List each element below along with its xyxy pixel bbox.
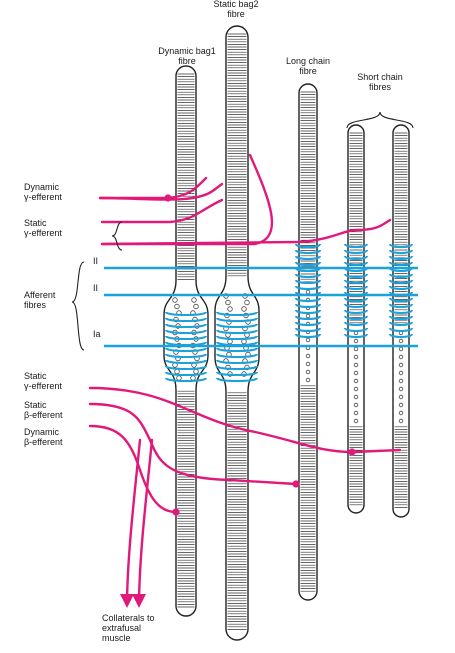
annulospiral-bag2 xyxy=(216,311,258,382)
nucleus xyxy=(227,306,233,312)
static-gamma-efferent-bottom-ending xyxy=(348,448,356,456)
nucleus xyxy=(398,386,404,392)
fibre-long-chain xyxy=(298,83,318,601)
nucleus xyxy=(191,297,197,303)
label-afferent-II-upper: II xyxy=(93,256,99,266)
nucleus xyxy=(305,377,311,383)
nucleus xyxy=(398,394,404,400)
nucleus xyxy=(353,362,359,368)
brace-static-gamma xyxy=(111,221,123,251)
nucleus xyxy=(353,402,359,408)
nucleus xyxy=(353,418,359,424)
label-long-chain-fibre: Long chain fibre xyxy=(285,56,331,76)
nucleus xyxy=(192,316,198,323)
nucleus xyxy=(305,313,311,319)
nucleus xyxy=(353,410,359,416)
dynamic-gamma-branch-2 xyxy=(98,182,224,201)
nucleus xyxy=(398,378,404,384)
static-gamma-efferent-bottom xyxy=(88,386,402,454)
nucleus xyxy=(353,386,359,392)
nucleus xyxy=(398,354,404,360)
brace-afferent xyxy=(71,261,85,351)
nucleus xyxy=(353,394,359,400)
nucleus xyxy=(353,354,359,360)
nucleus xyxy=(398,410,404,416)
nucleus xyxy=(353,338,359,344)
static-gamma-efferent-top-a xyxy=(100,198,224,224)
collateral-2 xyxy=(137,438,154,602)
label-static-bag2-fibre: Static bag2 fibre xyxy=(213,0,259,19)
braces xyxy=(71,111,414,351)
nucleus xyxy=(305,353,311,359)
label-dynamic-bag1-fibre: Dynamic bag1 fibre xyxy=(158,46,216,66)
label-afferent-II-lower: II xyxy=(93,283,99,293)
nucleus xyxy=(398,418,404,424)
label-short-chain-fibres: Short chain fibres xyxy=(357,72,403,92)
nucleus xyxy=(244,299,250,306)
label-static-gamma-efferent-bottom: Static γ-efferent xyxy=(24,371,62,391)
nucleus xyxy=(174,303,180,310)
dynamic-beta-efferent-ending xyxy=(172,508,180,516)
fibre-short-chain-2 xyxy=(392,124,410,518)
label-static-gamma-efferent-top: Static γ-efferent xyxy=(24,218,62,238)
label-dynamic-beta-efferent: Dynamic β-efferent xyxy=(24,427,63,447)
nucleus xyxy=(193,303,199,310)
nucleus xyxy=(172,297,178,303)
efferent-fibres xyxy=(88,153,402,608)
dynamic-beta-efferent xyxy=(88,424,178,514)
fibre-dynamic-bag1 xyxy=(163,65,209,617)
nucleus xyxy=(192,349,198,355)
nucleus xyxy=(398,362,404,368)
nucleus xyxy=(225,364,231,371)
secondary-ending-long-chain xyxy=(295,243,321,338)
brace-short-chain xyxy=(346,111,414,129)
label-afferent-fibres: Afferent fibres xyxy=(24,290,56,310)
label-dynamic-gamma-efferent: Dynamic γ-efferent xyxy=(24,182,62,202)
afferent-fibres xyxy=(104,243,418,382)
label-collaterals: Collaterals to extrafusal muscle xyxy=(102,613,155,643)
nucleus xyxy=(305,337,311,343)
label-static-beta-efferent: Static β-efferent xyxy=(24,400,63,420)
static-beta-efferent xyxy=(88,402,298,486)
nucleus xyxy=(353,378,359,384)
fibre-striations xyxy=(177,73,195,608)
collateral-1 xyxy=(125,438,142,602)
nucleus xyxy=(353,370,359,376)
nucleus xyxy=(305,361,311,367)
fibre-outline xyxy=(392,124,410,518)
nucleus xyxy=(398,370,404,376)
nucleus xyxy=(241,306,247,312)
nucleus xyxy=(305,369,311,375)
nucleus xyxy=(398,338,404,344)
collateral-arrow-1 xyxy=(120,594,134,608)
secondary-ending-short-chain-1 xyxy=(344,243,368,338)
static-gamma-to-chains xyxy=(100,218,392,246)
fibre-outline xyxy=(163,65,209,617)
secondary-ending-short-chain-2 xyxy=(389,243,413,338)
collateral-arrow-2 xyxy=(132,594,146,608)
nucleus xyxy=(226,319,232,325)
label-afferent-Ia: Ia xyxy=(93,329,101,339)
fibre-striations xyxy=(227,33,247,630)
static-beta-efferent-ending xyxy=(292,480,300,488)
annulospiral-bag1 xyxy=(165,311,207,382)
nucleus xyxy=(398,402,404,408)
nucleus xyxy=(225,299,231,306)
